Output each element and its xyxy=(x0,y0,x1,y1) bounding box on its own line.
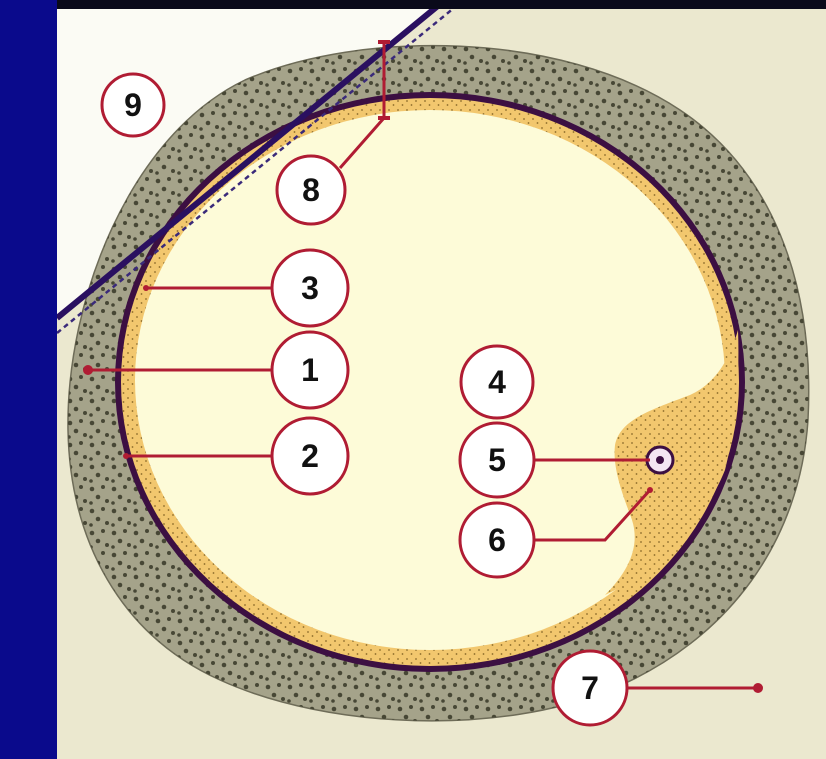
label-4-text: 4 xyxy=(488,364,506,400)
label-9-text: 9 xyxy=(124,87,142,123)
slide-top-banner xyxy=(57,0,826,9)
label-2: 2 xyxy=(272,418,348,494)
slide-left-border xyxy=(0,0,57,759)
label-3: 3 xyxy=(272,250,348,326)
label-6: 6 xyxy=(460,503,534,577)
label-1: 1 xyxy=(272,332,348,408)
label-9: 9 xyxy=(102,74,164,136)
label-7: 7 xyxy=(553,651,627,725)
oocyte-nucleus xyxy=(656,456,664,464)
label-3-text: 3 xyxy=(301,270,319,306)
label-5: 5 xyxy=(460,423,534,497)
label-1-text: 1 xyxy=(301,352,319,388)
label-6-text: 6 xyxy=(488,522,506,558)
label-4: 4 xyxy=(461,346,533,418)
label-8: 8 xyxy=(277,156,345,224)
label-7-text: 7 xyxy=(581,670,599,706)
label-2-text: 2 xyxy=(301,438,319,474)
label-8-text: 8 xyxy=(302,172,320,208)
label-5-text: 5 xyxy=(488,442,506,478)
